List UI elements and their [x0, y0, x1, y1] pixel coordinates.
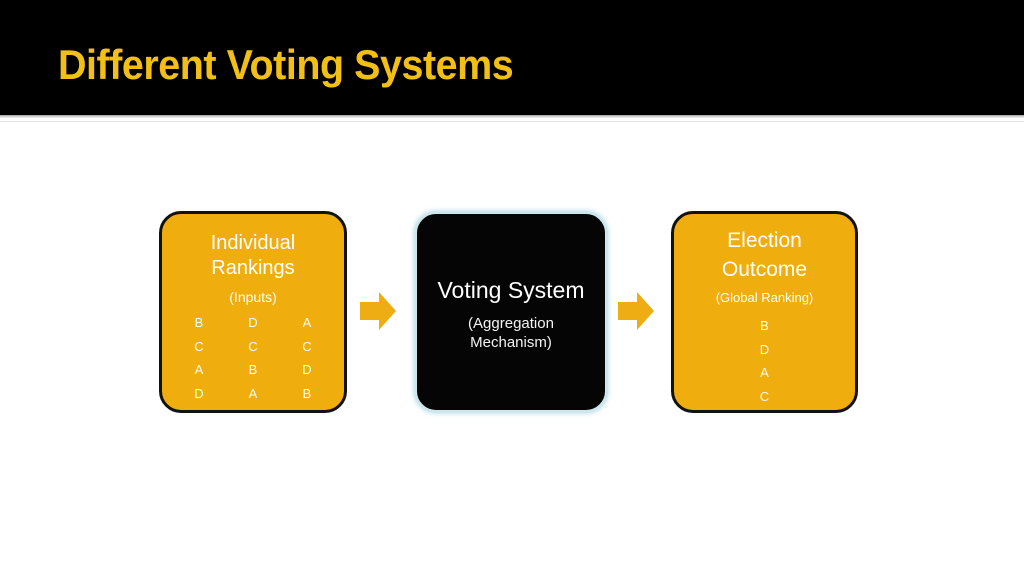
node-title-line2: Rankings [211, 257, 295, 279]
title-banner: Different Voting Systems [0, 0, 1024, 115]
diagram-node-individual-rankings: Individual Rankings (Inputs) B C A D D C… [159, 211, 347, 413]
ranking-cell: C [194, 338, 204, 354]
page-title: Different Voting Systems [58, 41, 514, 88]
ranking-cell: C [759, 388, 770, 404]
ranking-cell: D [248, 315, 258, 330]
node-title-line2: Outcome [721, 258, 808, 281]
arrow-right-icon [618, 292, 654, 330]
global-ranking-column: B D A C [674, 314, 855, 408]
ranking-cell: D [302, 362, 312, 377]
node-title-election-outcome: Election Outcome [674, 226, 855, 284]
node-title-line1: Individual [210, 232, 296, 254]
ranking-cell: A [248, 385, 258, 401]
node-subtitle-voting-system: (Aggregation Mechanism) [417, 314, 605, 352]
diagram-node-voting-system: Voting System (Aggregation Mechanism) [414, 211, 608, 413]
banner-divider-secondary [0, 121, 1024, 122]
arrow-right-icon [360, 292, 396, 330]
node-title-voting-system: Voting System [437, 277, 585, 303]
ranking-cell: B [194, 315, 204, 330]
node-subtitle-inputs: (Inputs) [229, 289, 277, 305]
node-subtitle-line2: Mechanism) [470, 334, 552, 351]
ranking-cell: B [302, 385, 312, 401]
ranking-column-1: B C A D [172, 311, 226, 405]
ranking-column-3: A C D B [280, 311, 334, 405]
node-subtitle-global-ranking: (Global Ranking) [715, 290, 814, 305]
ranking-cell: C [302, 338, 312, 354]
ranking-cell: A [302, 315, 312, 330]
diagram-node-election-outcome: Election Outcome (Global Ranking) B D A … [671, 211, 858, 413]
node-title-individual-rankings: Individual Rankings [162, 231, 344, 281]
ranking-cell: C [248, 338, 258, 354]
ranking-cell: B [760, 318, 769, 333]
node-subtitle-line1: (Aggregation [468, 315, 554, 332]
ranking-cell: A [760, 365, 769, 380]
ranking-column-2: D C B A [226, 311, 280, 405]
individual-rankings-columns: B C A D D C B A A C D B [162, 311, 344, 405]
ranking-cell: D [194, 385, 204, 401]
ranking-cell: D [759, 341, 770, 357]
banner-divider [0, 115, 1024, 118]
ranking-cell: B [248, 362, 258, 377]
ranking-cell: A [194, 362, 204, 377]
node-title-line1: Election [727, 229, 802, 252]
